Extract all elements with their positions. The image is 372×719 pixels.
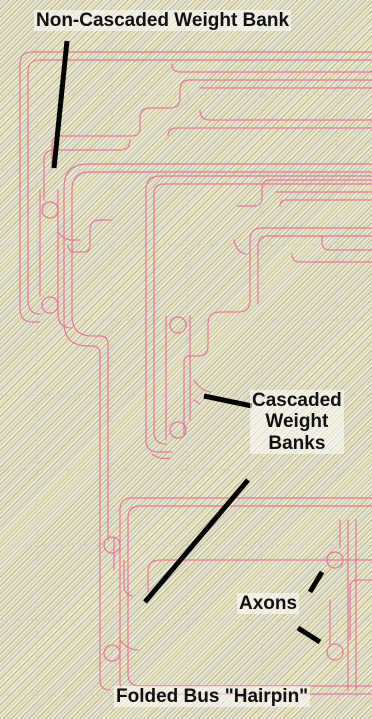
pointer-cascaded-lower — [143, 478, 250, 604]
waveguide-cascade-6 — [291, 253, 372, 263]
waveguide-outer-7 — [167, 127, 372, 137]
waveguide-cascade-4 — [257, 235, 372, 305]
pointer-axon-upper — [307, 570, 325, 594]
waveguide-cascade-7 — [233, 239, 247, 255]
label-folded-bus-hairpin: Folded Bus "Hairpin" — [114, 686, 311, 708]
pointer-cascaded-upper — [203, 393, 253, 409]
ring-resonator — [41, 296, 59, 314]
label-axons: Axons — [237, 593, 300, 615]
main-bus — [63, 163, 372, 691]
ring-resonator — [326, 643, 344, 661]
waveguide-main-3 — [67, 219, 113, 253]
waveguide-outer-1 — [19, 51, 372, 323]
waveguide-main-4 — [237, 179, 372, 207]
ring-resonator — [169, 421, 187, 439]
waveguide-outer-6 — [199, 109, 372, 121]
waveguide-hairpin-2 — [127, 505, 372, 687]
cascaded-weight-banks — [145, 175, 372, 460]
pointer-lines — [51, 40, 325, 645]
waveguide-drop — [193, 399, 201, 405]
waveguide-outer-3 — [171, 63, 372, 73]
ring-resonator — [41, 201, 59, 219]
waveguide-hairpin-4 — [123, 559, 133, 597]
ring-resonator — [103, 644, 121, 662]
waveguide-main-2 — [71, 171, 372, 541]
label-cascaded-line1: Cascaded — [252, 390, 342, 411]
waveguide-cascade-1 — [145, 175, 372, 453]
non-cascaded-weight-bank — [19, 51, 372, 329]
ring-resonator — [103, 536, 121, 554]
waveguide-bank-bus — [57, 189, 73, 329]
waveguide-outer-4 — [51, 79, 372, 169]
waveguide-cascade-2 — [153, 183, 372, 445]
waveguide-main-1 — [63, 163, 372, 691]
waveguide-hairpin-3 — [147, 559, 372, 593]
ring-resonator — [326, 551, 344, 569]
waveguide-outer-2 — [27, 59, 372, 315]
label-non-cascaded-weight-bank: Non-Cascaded Weight Bank — [34, 10, 292, 32]
waveguide-hairpin-8 — [349, 579, 372, 641]
waveguide-drop — [193, 379, 211, 393]
label-cascaded-line3: Banks — [268, 432, 326, 454]
waveguide-hairpin-9 — [119, 639, 139, 651]
pointer-non-cascaded — [51, 40, 70, 169]
label-cascaded-weight-banks: Cascaded Weight Banks — [250, 390, 344, 454]
waveguide-cascade-5 — [321, 235, 372, 251]
waveguide-drop — [57, 231, 81, 241]
label-cascaded-line2: Weight — [265, 411, 329, 433]
waveguide-main-6 — [279, 199, 372, 207]
waveguide-drop — [151, 453, 171, 460]
ring-resonator — [169, 316, 187, 334]
pointer-axon-lower — [296, 625, 322, 645]
waveguide-cascade-3 — [183, 227, 372, 437]
